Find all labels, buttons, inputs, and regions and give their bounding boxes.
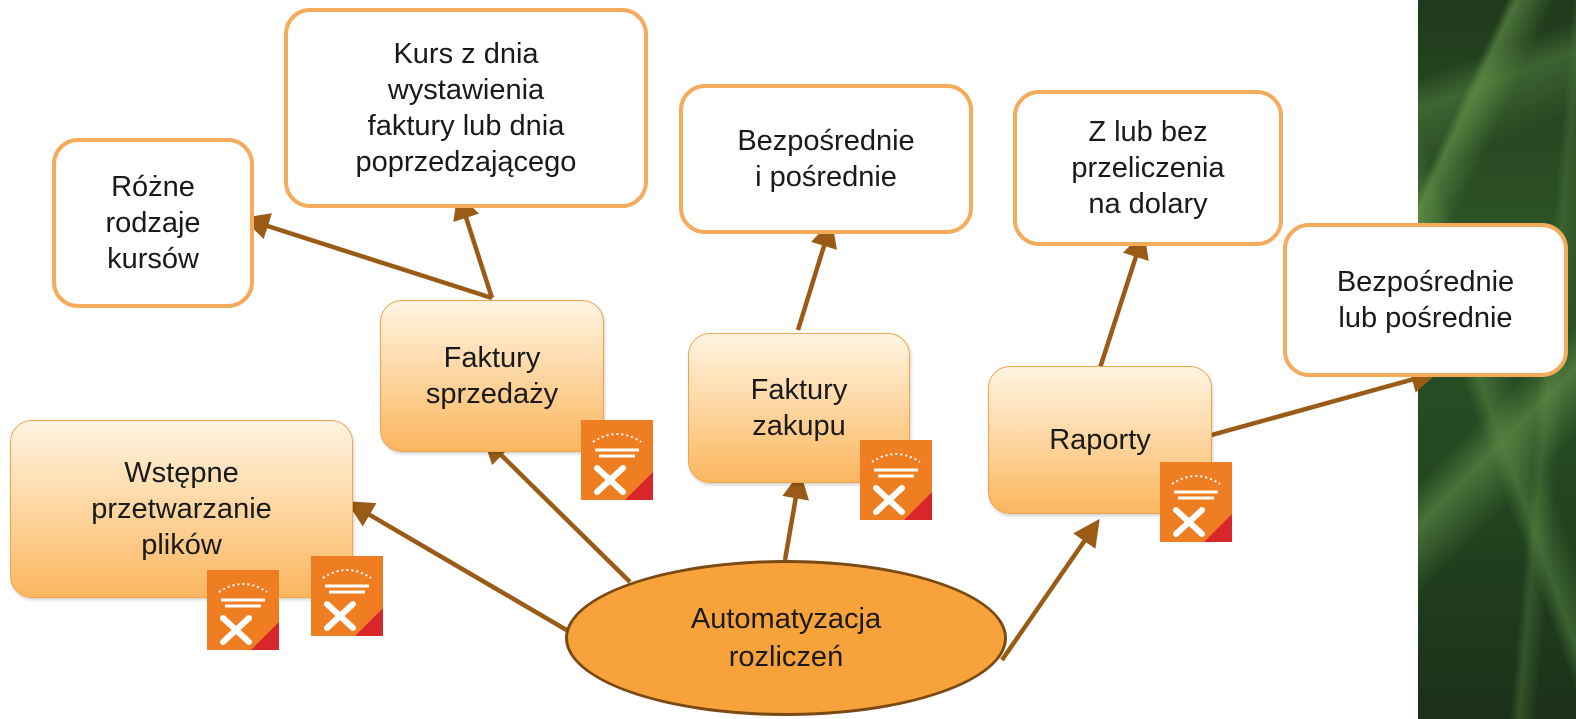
arrow-to-wstepne — [346, 501, 577, 637]
fame-logo-icon — [860, 440, 932, 520]
node-label: Raporty — [1049, 424, 1151, 456]
fame-logo-icon — [207, 570, 279, 650]
node-label: Wstępne przetwarzanie plików — [91, 457, 272, 561]
arrow-to-bezposrednie-lub-posrednie — [1207, 366, 1439, 439]
fame-logo-icon — [311, 556, 383, 636]
arrow-to-bezposrednie-i-posrednie — [795, 220, 837, 331]
arrow-to-raporty — [1000, 518, 1100, 662]
fame-logo-icon — [581, 420, 653, 500]
node-label: Faktury zakupu — [750, 374, 848, 442]
node-faktury-sprzedazy: Faktury sprzedaży — [380, 300, 604, 452]
arrow-to-z-lub-bez — [1097, 231, 1149, 369]
arrow-to-faktury-sprzedazy — [482, 436, 632, 584]
node-label: Różne rodzaje kursów — [105, 171, 201, 275]
node-automatyzacja-rozliczen: Automatyzacja rozliczeń — [565, 560, 1007, 716]
node-label: Bezpośrednie i pośrednie — [737, 125, 915, 193]
center-label: Automatyzacja rozliczeń — [690, 603, 882, 673]
node-label: Faktury sprzedaży — [425, 342, 559, 410]
arrow-to-kurs-z-dnia — [453, 192, 495, 299]
node-kurs-z-dnia-wystawienia: Kurs z dnia wystawienia faktury lub dnia… — [284, 8, 648, 208]
node-label: Bezpośrednie lub pośrednie — [1336, 266, 1515, 334]
node-label: Z lub bez przeliczenia na dolary — [1071, 116, 1225, 220]
arrow-to-faktury-zakupu — [782, 471, 809, 561]
node-rozne-rodzaje-kursow: Różne rodzaje kursów — [52, 138, 254, 308]
node-wstepne-przetwarzanie-plikow: Wstępne przetwarzanie plików — [10, 420, 353, 598]
arrow-to-rozne-rodzaje — [242, 213, 493, 301]
node-label: Kurs z dnia wystawienia faktury lub dnia… — [355, 38, 577, 178]
node-bezposrednie-lub-posrednie: Bezpośrednie lub pośrednie — [1283, 223, 1568, 377]
node-bezposrednie-i-posrednie: Bezpośrednie i pośrednie — [679, 84, 973, 234]
node-z-lub-bez-przeliczenia: Z lub bez przeliczenia na dolary — [1013, 90, 1283, 246]
fame-logo-icon — [1160, 462, 1232, 542]
